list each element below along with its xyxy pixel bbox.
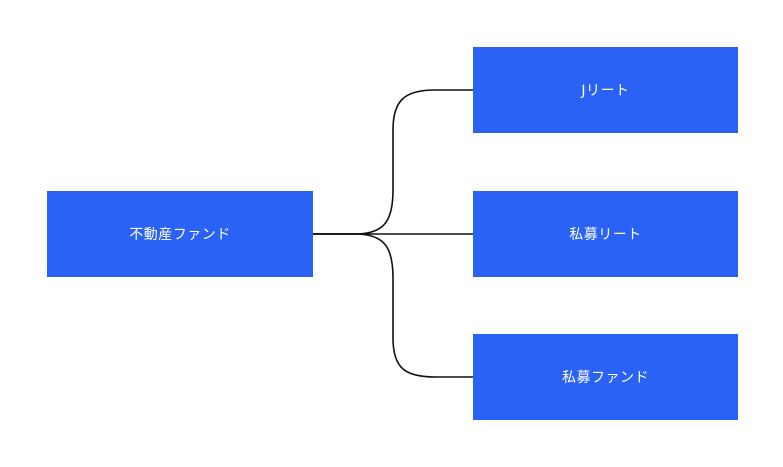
connector-root-to-private-fund [313,233,473,378]
node-label: 不動産ファンド [129,227,231,243]
node-j-reit: Jリート [473,47,738,133]
node-real-estate-fund: 不動産ファンド [47,191,313,277]
node-private-fund: 私募ファンド [473,334,738,420]
node-private-reit: 私募リート [473,191,738,277]
node-label: 私募ファンド [562,370,649,386]
node-label: Jリート [581,83,630,99]
connector-root-to-jreit [313,89,473,235]
node-label: 私募リート [569,227,642,243]
